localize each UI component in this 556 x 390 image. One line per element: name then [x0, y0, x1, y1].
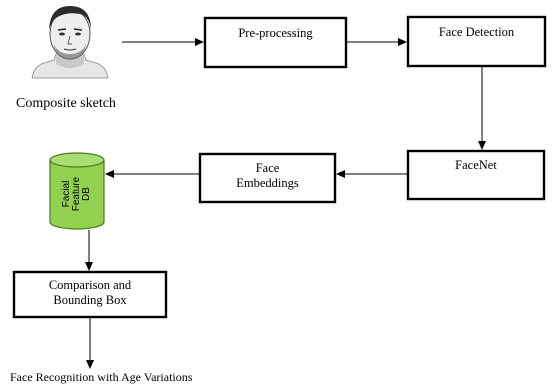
preprocessing-box — [203, 16, 348, 69]
facenet-box — [406, 149, 546, 201]
comparison-line-1: Comparison and — [48, 278, 132, 292]
feature-db-label: Facial Feature DB — [57, 166, 97, 222]
preprocessing-label: Pre-processing — [238, 26, 313, 40]
feature-db-line-3: DB — [81, 187, 92, 201]
comparison-label: Comparison and Bounding Box — [14, 278, 166, 308]
input-caption: Composite sketch — [16, 96, 116, 111]
face-embeddings-box — [198, 152, 337, 204]
face-embeddings-line-2: Embeddings — [236, 176, 299, 190]
composite-sketch-image — [31, 6, 109, 79]
facenet-label: FaceNet — [455, 158, 497, 172]
face-embeddings-line-1: Face — [255, 161, 280, 175]
output-caption: Face Recognition with Age Variations — [10, 370, 193, 384]
comparison-line-2: Bounding Box — [53, 293, 127, 307]
face-embeddings-label: Face Embeddings — [200, 161, 335, 191]
face-detection-label: Face Detection — [438, 25, 515, 39]
feature-db-cylinder — [49, 152, 105, 230]
face-detection-box — [406, 15, 547, 68]
comparison-box — [12, 270, 168, 319]
